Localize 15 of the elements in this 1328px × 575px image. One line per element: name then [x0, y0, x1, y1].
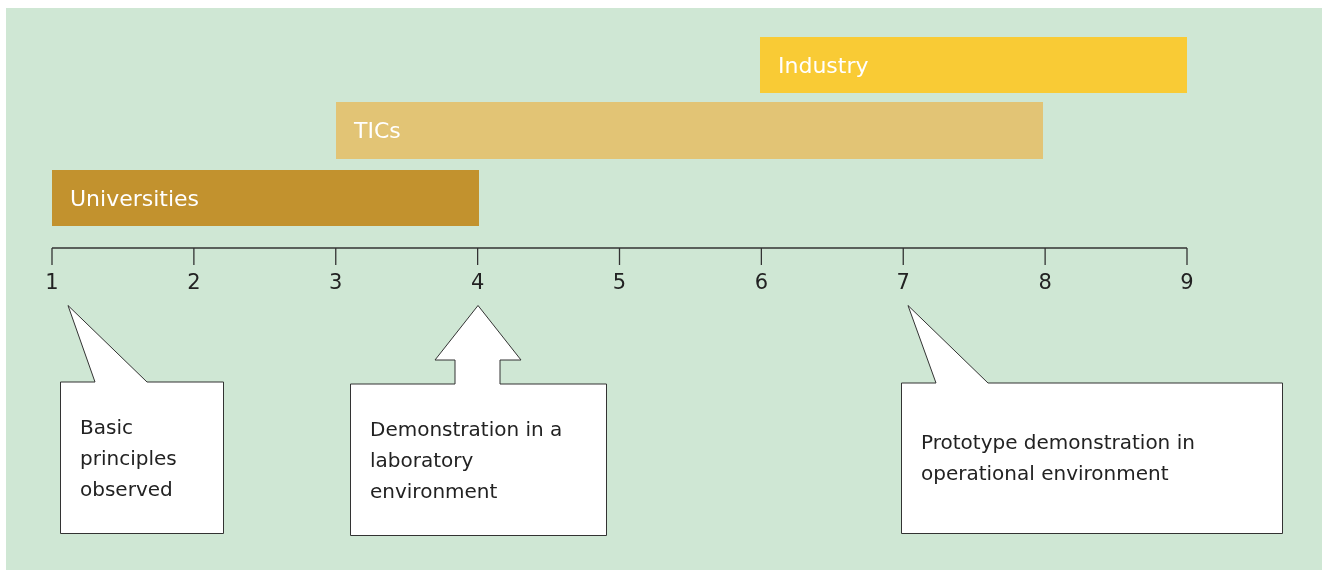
tick-label: 4: [469, 270, 486, 294]
range-bar: Industry: [760, 37, 1187, 93]
tick-label: 8: [1037, 270, 1053, 294]
tick-label: 5: [611, 270, 628, 294]
tick-label: 9: [1179, 270, 1195, 294]
tick-label: 7: [895, 270, 911, 294]
callout-bubble: Basic principles observed: [60, 305, 224, 534]
tick-label: 3: [328, 270, 344, 294]
callout-bubble: Demonstration in a laboratory environment: [350, 305, 607, 536]
callout-bubble: Prototype demonstration in operational environment: [901, 305, 1283, 534]
range-bar: TICs: [336, 102, 1043, 159]
range-bar: Universities: [52, 170, 479, 226]
tick-label: 2: [186, 270, 202, 294]
tick-label: 6: [753, 270, 770, 294]
tick-label: 1: [44, 270, 60, 294]
